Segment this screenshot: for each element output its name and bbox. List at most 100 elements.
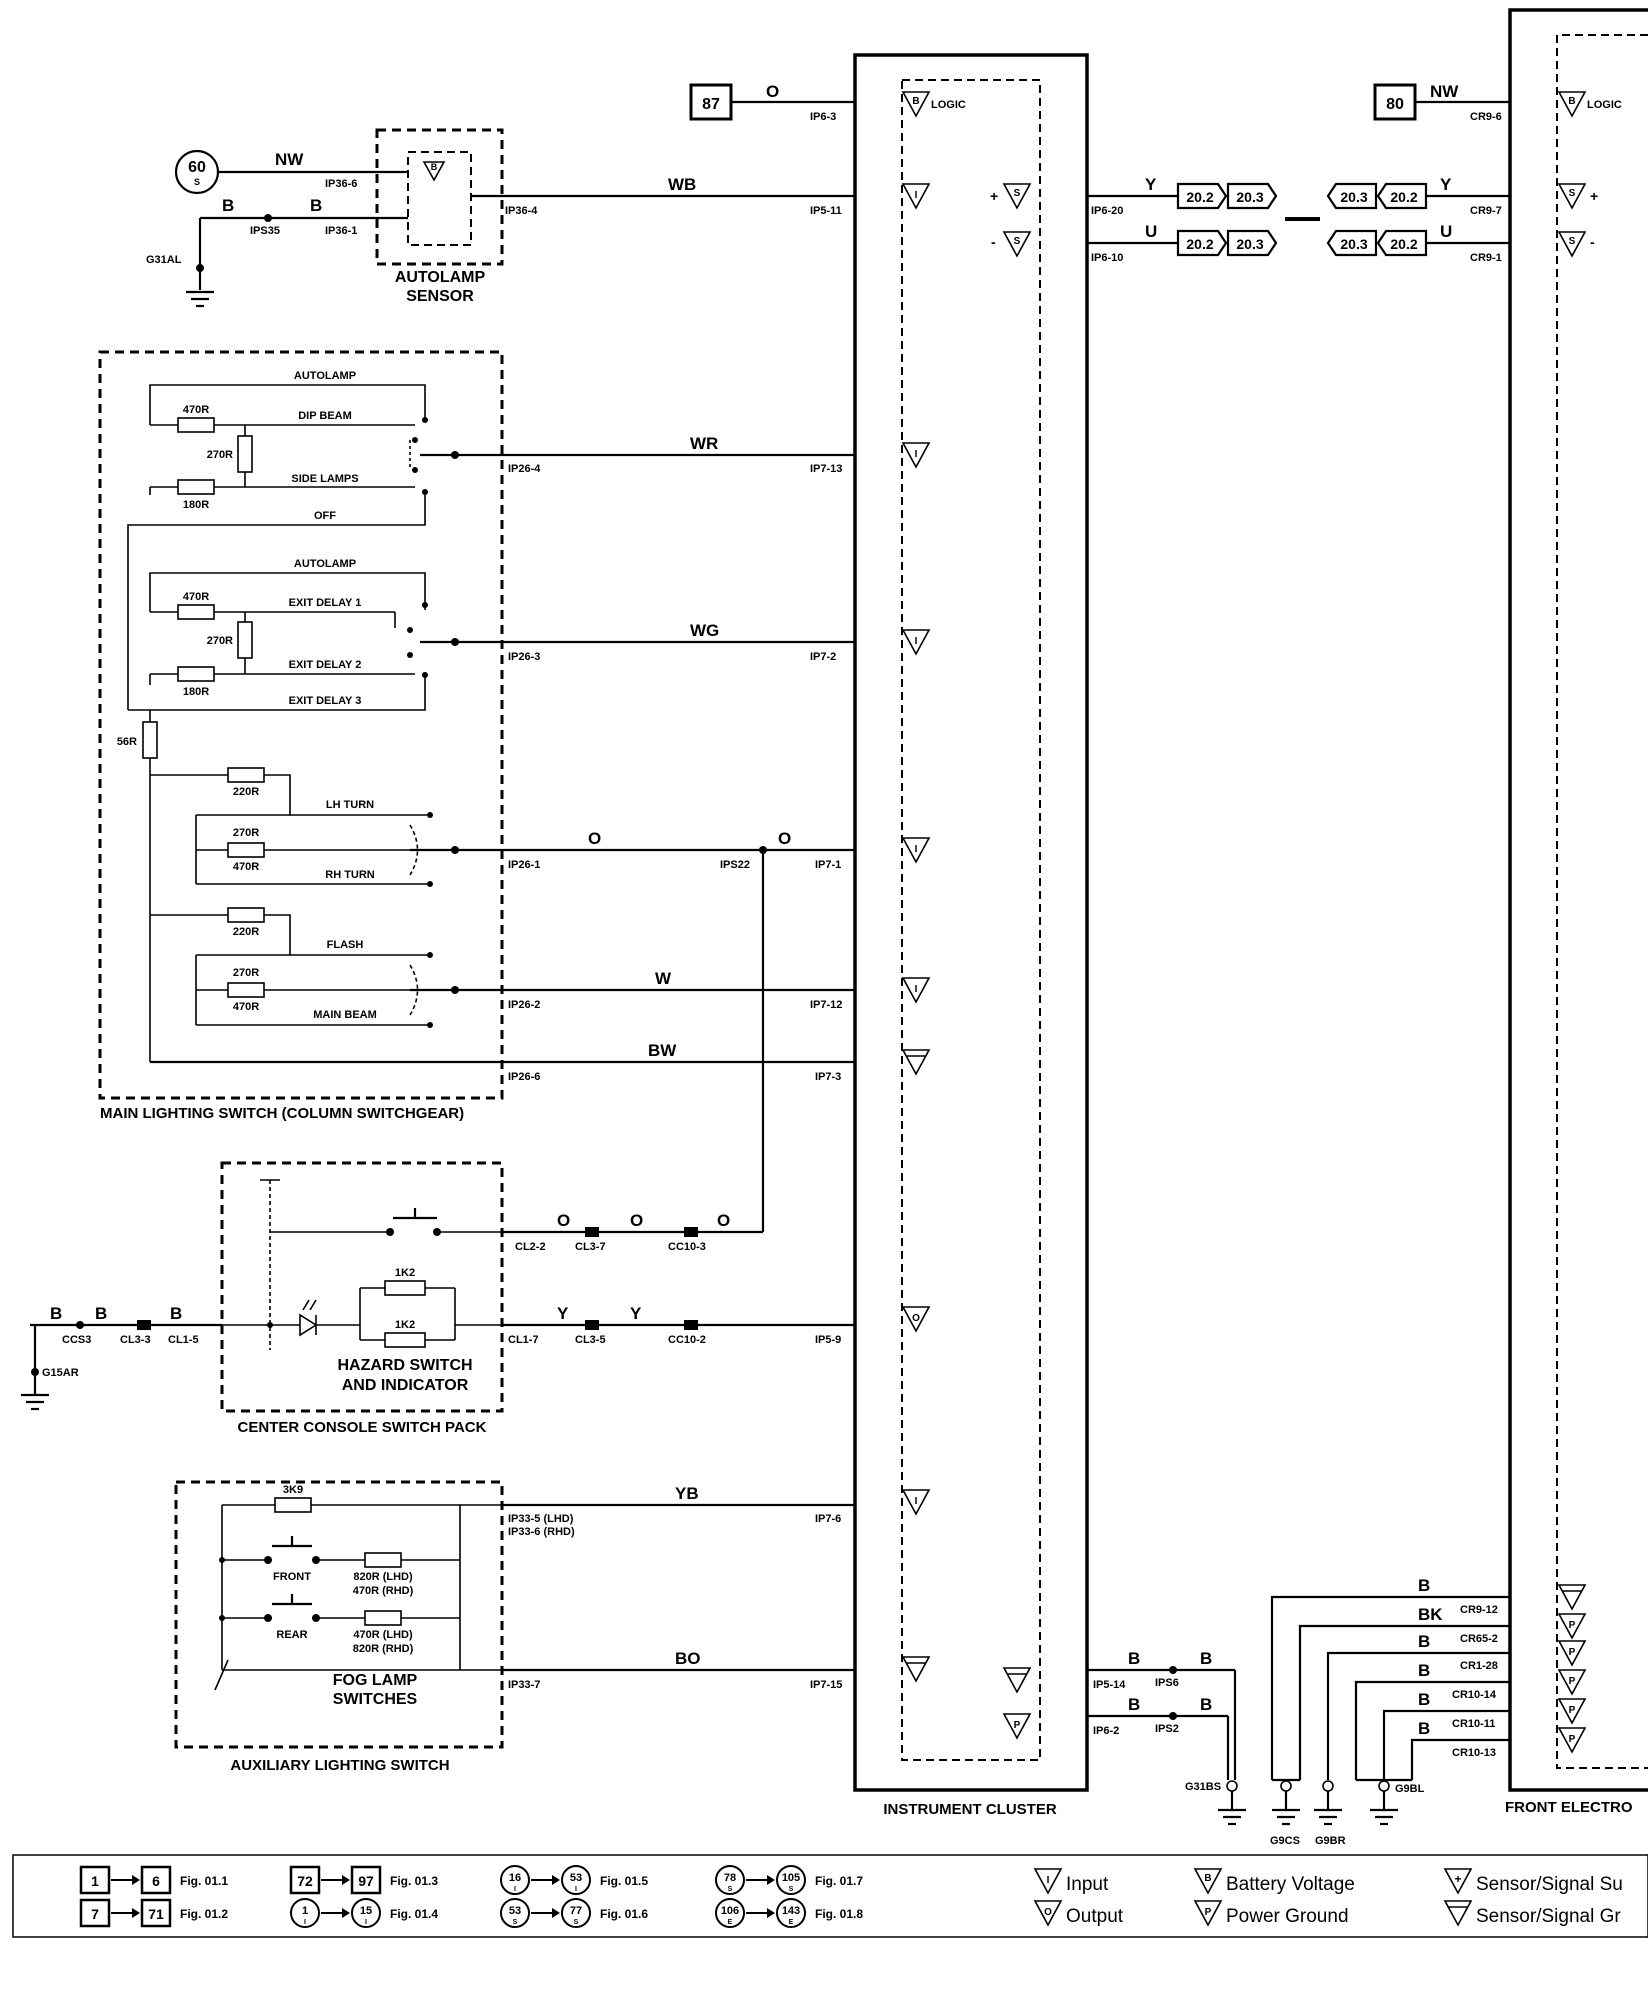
wire-u-fem: U bbox=[1440, 222, 1452, 241]
legend-sensor-supply-icon: + bbox=[1443, 1868, 1473, 1895]
autolamp-sensor-label-2: SENSOR bbox=[406, 288, 474, 305]
svg-text:S: S bbox=[1569, 188, 1576, 199]
conn-cl2-2: CL2-2 bbox=[515, 1241, 546, 1253]
conn-cl3-5: CL3-5 bbox=[575, 1334, 606, 1346]
hazard-led-icon bbox=[299, 1299, 318, 1337]
res-180-1: 180R bbox=[183, 499, 209, 511]
pos-off: OFF bbox=[314, 510, 336, 522]
res-470-1: 470R bbox=[183, 404, 209, 416]
svg-text:I: I bbox=[915, 984, 918, 995]
conn-cr9-6: CR9-6 bbox=[1470, 111, 1502, 123]
ground-symbol-g31al bbox=[186, 290, 214, 308]
center-console-label: CENTER CONSOLE SWITCH PACK bbox=[238, 1419, 487, 1436]
svg-text:20.2: 20.2 bbox=[1186, 189, 1213, 205]
svg-text:P: P bbox=[1569, 1676, 1576, 1687]
conn-ip5-9: IP5-9 bbox=[815, 1334, 841, 1346]
conn-ip6-3: IP6-3 bbox=[810, 111, 836, 123]
svg-text:I: I bbox=[514, 1886, 516, 1893]
wire-b-ccs3-2: B bbox=[95, 1304, 107, 1323]
conn-ip36-1: IP36-1 bbox=[325, 225, 357, 237]
ref-60-label: 60 bbox=[188, 159, 206, 176]
ground-symbol-g9cs bbox=[1272, 1808, 1300, 1826]
wire-o-ip7-1: O bbox=[778, 829, 791, 848]
ground-g9br: G9BR bbox=[1315, 1835, 1346, 1847]
svg-text:+: + bbox=[990, 188, 998, 204]
svg-text:+: + bbox=[1454, 1872, 1461, 1886]
pos-flash: FLASH bbox=[327, 939, 364, 951]
svg-text:+: + bbox=[1590, 188, 1598, 204]
autolamp-sensor-box bbox=[375, 128, 504, 266]
conn-ip6-2: IP6-2 bbox=[1093, 1725, 1119, 1737]
svg-text:143: 143 bbox=[782, 1905, 800, 1917]
wire-b-sensor-1: B bbox=[222, 196, 234, 215]
res-470-2: 470R bbox=[183, 591, 209, 603]
center-console-box bbox=[220, 1161, 504, 1413]
conn-ip26-6: IP26-6 bbox=[508, 1071, 540, 1083]
wire-b-cl1: B bbox=[170, 1304, 182, 1323]
wire-y-cl3: Y bbox=[630, 1304, 642, 1323]
input-icon: I bbox=[901, 837, 931, 864]
cluster-input-symbols: I I I I I O I P bbox=[901, 183, 1032, 1740]
ground-symbol-g9br bbox=[1314, 1808, 1342, 1826]
svg-text:20.2: 20.2 bbox=[1390, 189, 1417, 205]
legend-power-ground: Power Ground bbox=[1226, 1906, 1349, 1927]
autolamp-sensor-label-1: AUTOLAMP bbox=[395, 269, 486, 286]
hazard-label-1: HAZARD SWITCH bbox=[337, 1357, 472, 1374]
wire-o-ip26-1: O bbox=[588, 829, 601, 848]
svg-text:P: P bbox=[1014, 1720, 1021, 1731]
wire-b-cr10-13: B bbox=[1418, 1719, 1430, 1738]
conn-ip36-4: IP36-4 bbox=[505, 205, 538, 217]
svg-text:E: E bbox=[789, 1919, 794, 1926]
svg-text:1: 1 bbox=[302, 1905, 308, 1917]
svg-text:20.3: 20.3 bbox=[1340, 189, 1367, 205]
fem-sensor-supply-symbol: S + bbox=[1557, 183, 1598, 210]
legend-sensor-supply: Sensor/Signal Su bbox=[1476, 1874, 1623, 1895]
conn-cl3-7: CL3-7 bbox=[575, 1241, 606, 1253]
autolamp-sensor-inner bbox=[407, 151, 472, 246]
svg-text:20.3: 20.3 bbox=[1236, 236, 1263, 252]
conn-ip7-12: IP7-12 bbox=[810, 999, 842, 1011]
wire-y-fem: Y bbox=[1440, 175, 1452, 194]
conn-ip36-6: IP36-6 bbox=[325, 178, 357, 190]
fem-battery-logic-symbol: B LOGIC bbox=[1557, 91, 1622, 118]
res-470-4: 470R bbox=[233, 1001, 259, 1013]
legend-sensor-ground-icon bbox=[1443, 1900, 1473, 1927]
res-270-1: 270R bbox=[207, 449, 233, 461]
input-icon: I bbox=[901, 183, 931, 210]
legend-battery: Battery Voltage bbox=[1226, 1874, 1355, 1895]
output-icon: O bbox=[901, 1306, 931, 1333]
ground-symbol-g9bl bbox=[1370, 1808, 1398, 1826]
svg-text:I: I bbox=[575, 1886, 577, 1893]
res-270-4: 270R bbox=[233, 967, 259, 979]
pos-exit-delay-1: EXIT DELAY 1 bbox=[289, 597, 362, 609]
svg-text:Fig. 01.7: Fig. 01.7 bbox=[815, 1874, 863, 1888]
ground-g31al: G31AL bbox=[146, 254, 182, 266]
svg-text:105: 105 bbox=[782, 1872, 800, 1884]
ground-symbol-g31bs bbox=[1218, 1808, 1246, 1826]
resistor-3k9 bbox=[274, 1497, 312, 1513]
svg-text:P: P bbox=[1569, 1647, 1576, 1658]
svg-text:I: I bbox=[915, 190, 918, 201]
wire-b-cr1-28: B bbox=[1418, 1632, 1430, 1651]
res-470-3: 470R bbox=[233, 861, 259, 873]
svg-text:7: 7 bbox=[91, 1906, 99, 1922]
svg-text:P: P bbox=[1569, 1705, 1576, 1716]
svg-text:71: 71 bbox=[148, 1906, 164, 1922]
front-electronic-module-box bbox=[1508, 8, 1648, 1792]
conn-ip6-20: IP6-20 bbox=[1091, 205, 1123, 217]
ref-87-label: 87 bbox=[702, 96, 720, 113]
wire-wg: WG bbox=[690, 621, 719, 640]
res-270-2: 270R bbox=[207, 635, 233, 647]
svg-text:P: P bbox=[1569, 1620, 1576, 1631]
svg-text:S: S bbox=[1014, 236, 1021, 247]
legend-power-ground-icon: P bbox=[1193, 1900, 1223, 1927]
svg-text:P: P bbox=[1569, 1734, 1576, 1745]
wire-y-cl1: Y bbox=[557, 1304, 569, 1323]
page-ref-arrows-right: 20.3 20.2 20.3 20.2 bbox=[1326, 182, 1428, 257]
wire-b-ips6: B bbox=[1200, 1649, 1212, 1668]
legend-battery-icon: B bbox=[1193, 1868, 1223, 1895]
conn-ip6-10: IP6-10 bbox=[1091, 252, 1123, 264]
conn-ip33-6: IP33-6 (RHD) bbox=[508, 1526, 575, 1538]
